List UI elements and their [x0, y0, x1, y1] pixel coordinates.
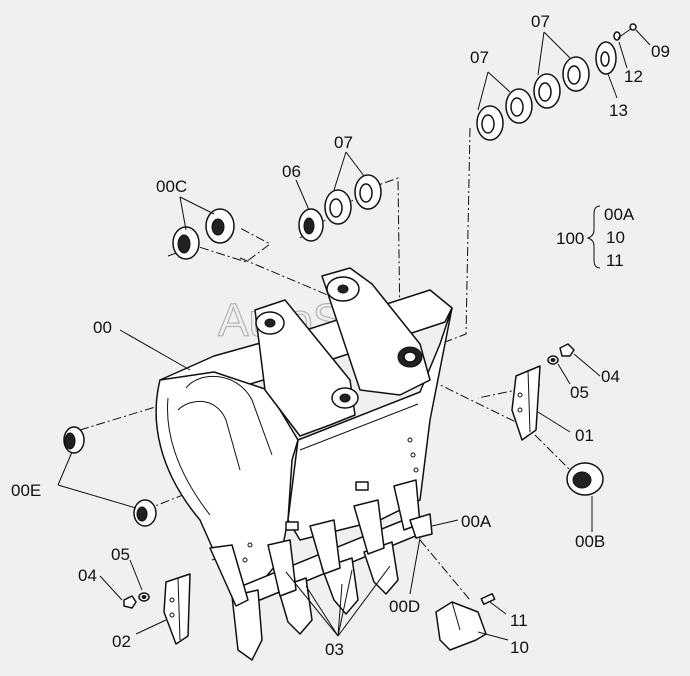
bucket-teeth — [209, 479, 421, 661]
part-05-washer-upper — [547, 355, 559, 365]
part-11-pin — [480, 592, 496, 606]
callout-00E: 00E — [11, 481, 41, 500]
part-04-nut-upper — [559, 343, 575, 357]
part-00E-bushing-lower — [133, 499, 157, 527]
leader-lines — [57, 29, 651, 641]
part-10-tooth — [435, 601, 487, 651]
callout-03: 03 — [325, 640, 344, 659]
callout-07-middle: 07 — [334, 133, 353, 152]
callout-02: 02 — [112, 632, 131, 651]
part-09-bolt — [617, 23, 637, 39]
part-00B-bushing — [566, 462, 604, 496]
callout-00A: 00A — [461, 512, 492, 531]
callout-05-lower: 05 — [111, 545, 130, 564]
callout-09: 09 — [651, 42, 670, 61]
callout-10: 10 — [510, 638, 529, 657]
part-00A-adapter — [409, 513, 433, 539]
kit-member-00A: 00A — [604, 205, 635, 224]
part-12-washer — [613, 31, 621, 41]
callout-12: 12 — [624, 67, 643, 86]
callout-00D: 00D — [389, 597, 420, 616]
callout-13: 13 — [609, 101, 628, 120]
callout-07-upper-right: 07 — [531, 12, 550, 31]
callout-00C: 00C — [156, 177, 187, 196]
part-02-side-cutter — [163, 573, 191, 645]
callout-01: 01 — [575, 426, 594, 445]
kit-member-11: 11 — [606, 251, 624, 270]
part-06-bushing — [298, 208, 324, 242]
part-04-nut-lower — [123, 595, 137, 609]
callout-05-upper: 05 — [570, 383, 589, 402]
callout-00: 00 — [93, 318, 112, 337]
part-07-shims-middle — [324, 174, 382, 225]
part-07-shims-upper-right — [533, 56, 590, 109]
kit-member-10: 10 — [606, 228, 625, 247]
part-00E-bushing-upper — [63, 426, 85, 454]
callout-07-upper-left: 07 — [470, 48, 489, 67]
kit-100-bracket: 100 00A 10 11 — [556, 205, 635, 270]
part-07-shims-upper-left — [476, 88, 533, 141]
part-00C-bushings — [172, 208, 235, 260]
callout-06: 06 — [282, 162, 301, 181]
callout-11: 11 — [510, 611, 528, 630]
part-05-washer-lower — [138, 592, 150, 602]
callout-00B: 00B — [575, 532, 605, 551]
kit-label: 100 — [556, 229, 584, 248]
part-13-plate — [595, 41, 617, 75]
callout-04-lower: 04 — [78, 566, 97, 585]
part-01-side-cutter — [511, 365, 541, 441]
callout-labels: 07 07 07 09 12 13 00C 06 00 04 05 01 00B… — [11, 12, 670, 659]
callout-04-upper: 04 — [601, 367, 620, 386]
